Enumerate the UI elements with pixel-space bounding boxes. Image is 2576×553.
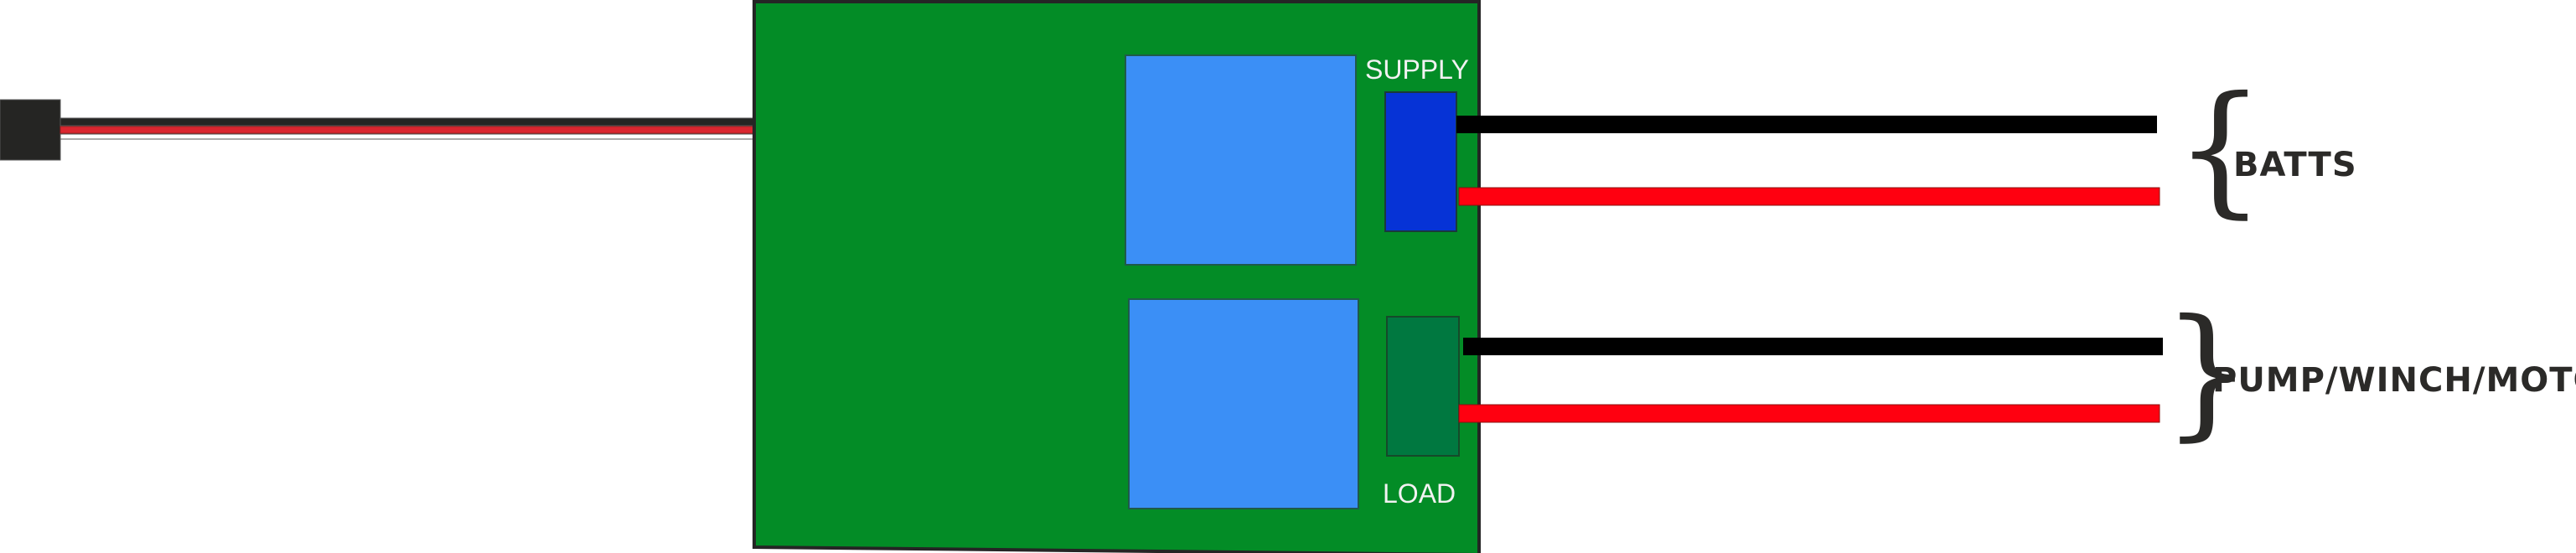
- load-device-label: PUMP/WINCH/MOTOR: [2212, 361, 2576, 400]
- load-callout: } PUMP/WINCH/MOTOR: [2162, 289, 2576, 455]
- load-connector: [1386, 316, 1460, 457]
- servo-wire-red: [59, 126, 768, 134]
- supply-wire-black: [1456, 116, 2157, 133]
- supply-connector: [1384, 91, 1457, 232]
- close-brace-icon: }: [2162, 289, 2253, 455]
- load-wire-red: [1458, 404, 2160, 423]
- relay-load: [1128, 298, 1359, 509]
- servo-plug: [0, 99, 61, 161]
- load-label: LOAD: [1383, 478, 1456, 509]
- servo-lead: [0, 99, 770, 161]
- relay-supply: [1125, 54, 1357, 266]
- pcb-board: SUPPLY LOAD: [753, 0, 1481, 553]
- supply-wire-red: [1458, 187, 2160, 206]
- load-wires: [1458, 338, 2163, 423]
- supply-label: SUPPLY: [1365, 54, 1469, 85]
- batts-callout: { BATTS: [2175, 66, 2357, 232]
- supply-wires: [1456, 116, 2160, 206]
- open-brace-icon: {: [2175, 66, 2265, 232]
- servo-wire-black: [59, 117, 770, 127]
- load-wire-black: [1463, 338, 2163, 355]
- servo-wire-white: [59, 133, 770, 140]
- batts-label: BATTS: [2233, 146, 2357, 184]
